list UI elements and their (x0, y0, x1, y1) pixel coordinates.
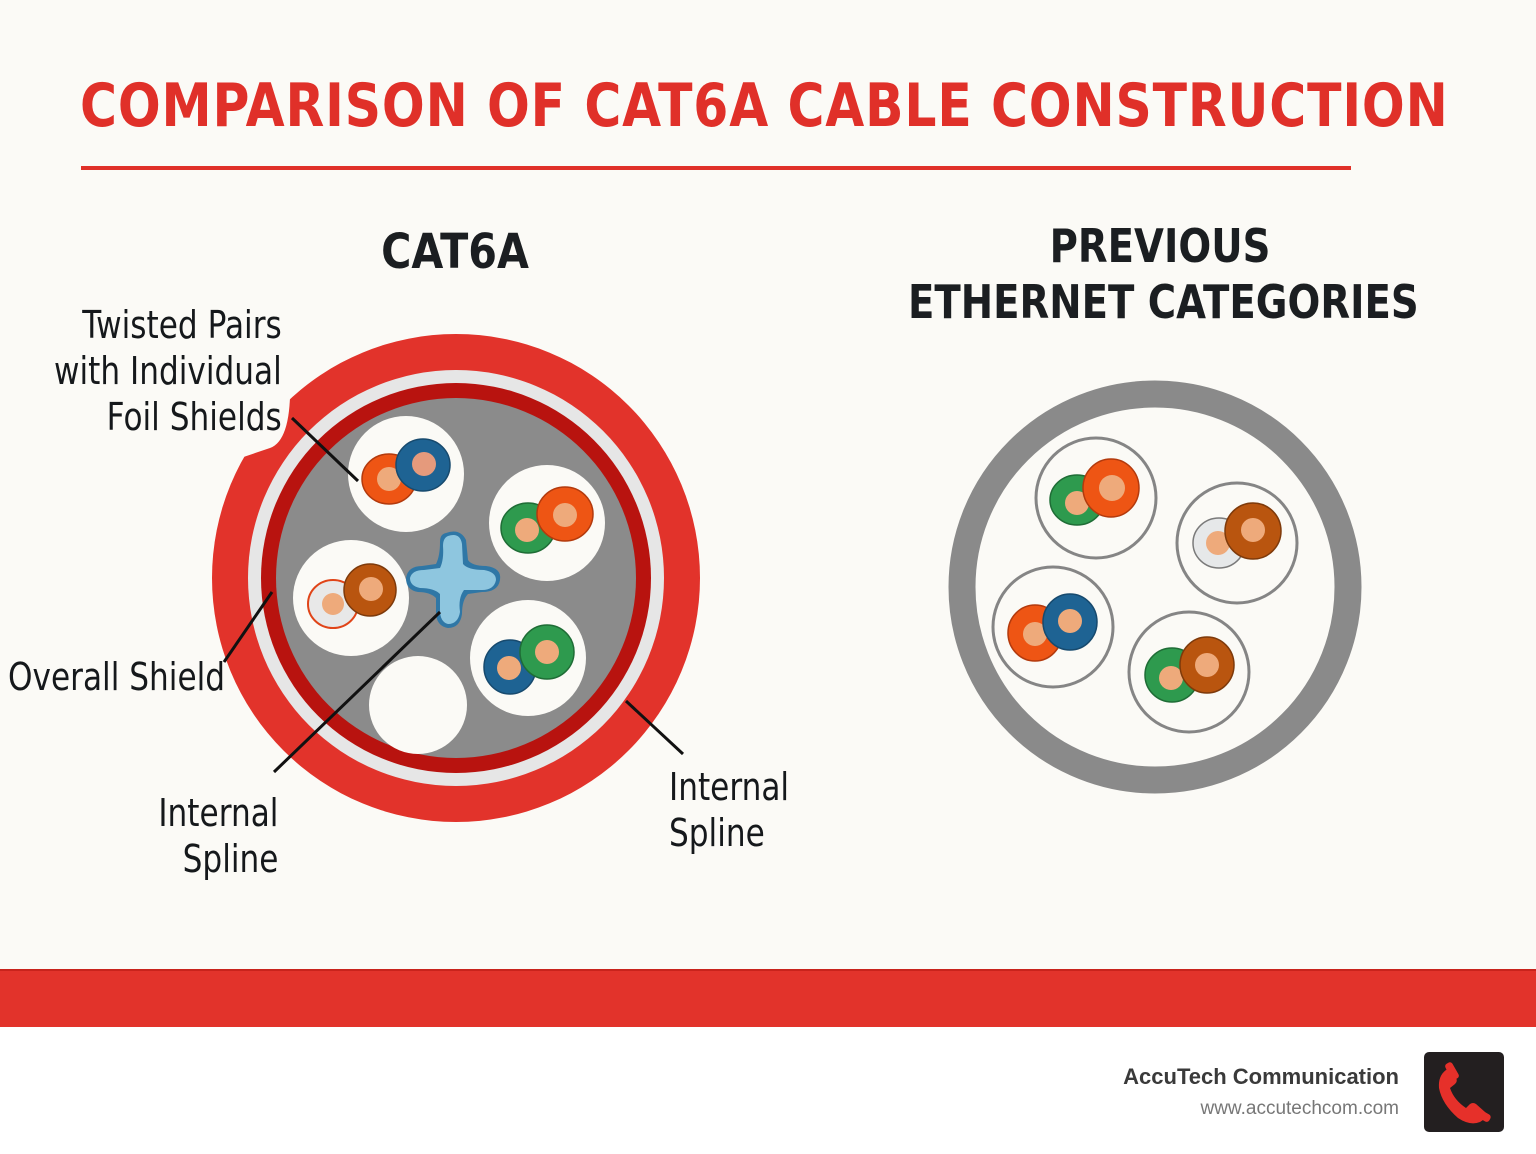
footer (0, 1027, 1536, 1154)
cross-spline (406, 531, 501, 628)
label-internal-spline-left: Internal Spline (158, 790, 278, 882)
label-internal-spline-right: Internal Spline (669, 764, 789, 856)
twisted-pair-blue-green (470, 600, 586, 716)
heading-line-2: ETHERNET CATEGORIES (908, 275, 1419, 329)
label-line: Spline (669, 811, 765, 855)
pair-green-brown (1127, 610, 1251, 734)
phone-handset-icon (1438, 1062, 1491, 1124)
previous-cable (948, 380, 1362, 794)
title-divider (81, 166, 1351, 170)
pair-green-orange (1034, 436, 1158, 560)
leader-internal-spline-right (624, 699, 685, 756)
cat6a-cable (205, 334, 700, 822)
label-notch (205, 378, 291, 470)
company-name: AccuTech Communication (1123, 1064, 1399, 1089)
label-line: with Individual (54, 349, 282, 393)
label-overall-shield: Overall Shield (8, 655, 226, 699)
leader-twisted-pairs (290, 416, 360, 483)
twisted-pair-orange-blue (348, 416, 464, 532)
phone-icon[interactable] (1424, 1052, 1504, 1132)
label-line: Spline (182, 837, 278, 881)
label-line: Foil Shields (106, 395, 283, 439)
label-twisted-pairs: Twisted Pairs with Individual Foil Shiel… (54, 302, 282, 440)
twisted-pair-green-orange (489, 465, 605, 581)
label-line: Internal (669, 765, 790, 809)
empty-slot (369, 656, 467, 754)
heading-line-1: PREVIOUS (1049, 219, 1271, 273)
website-link[interactable]: www.accutechcom.com (1200, 1098, 1399, 1119)
label-line: Internal (157, 791, 278, 835)
label-line: Twisted Pairs (82, 303, 282, 347)
leader-internal-spline-left (272, 610, 442, 774)
pair-orange-blue (991, 565, 1115, 689)
twisted-pair-white-brown (293, 540, 409, 656)
pair-white-brown (1175, 481, 1299, 605)
footer-red-band (0, 969, 1536, 1028)
previous-categories-heading: PREVIOUS ETHERNET CATEGORIES (908, 218, 1419, 330)
cat6a-heading: CAT6A (381, 224, 529, 280)
leader-overall-shield (222, 591, 274, 663)
